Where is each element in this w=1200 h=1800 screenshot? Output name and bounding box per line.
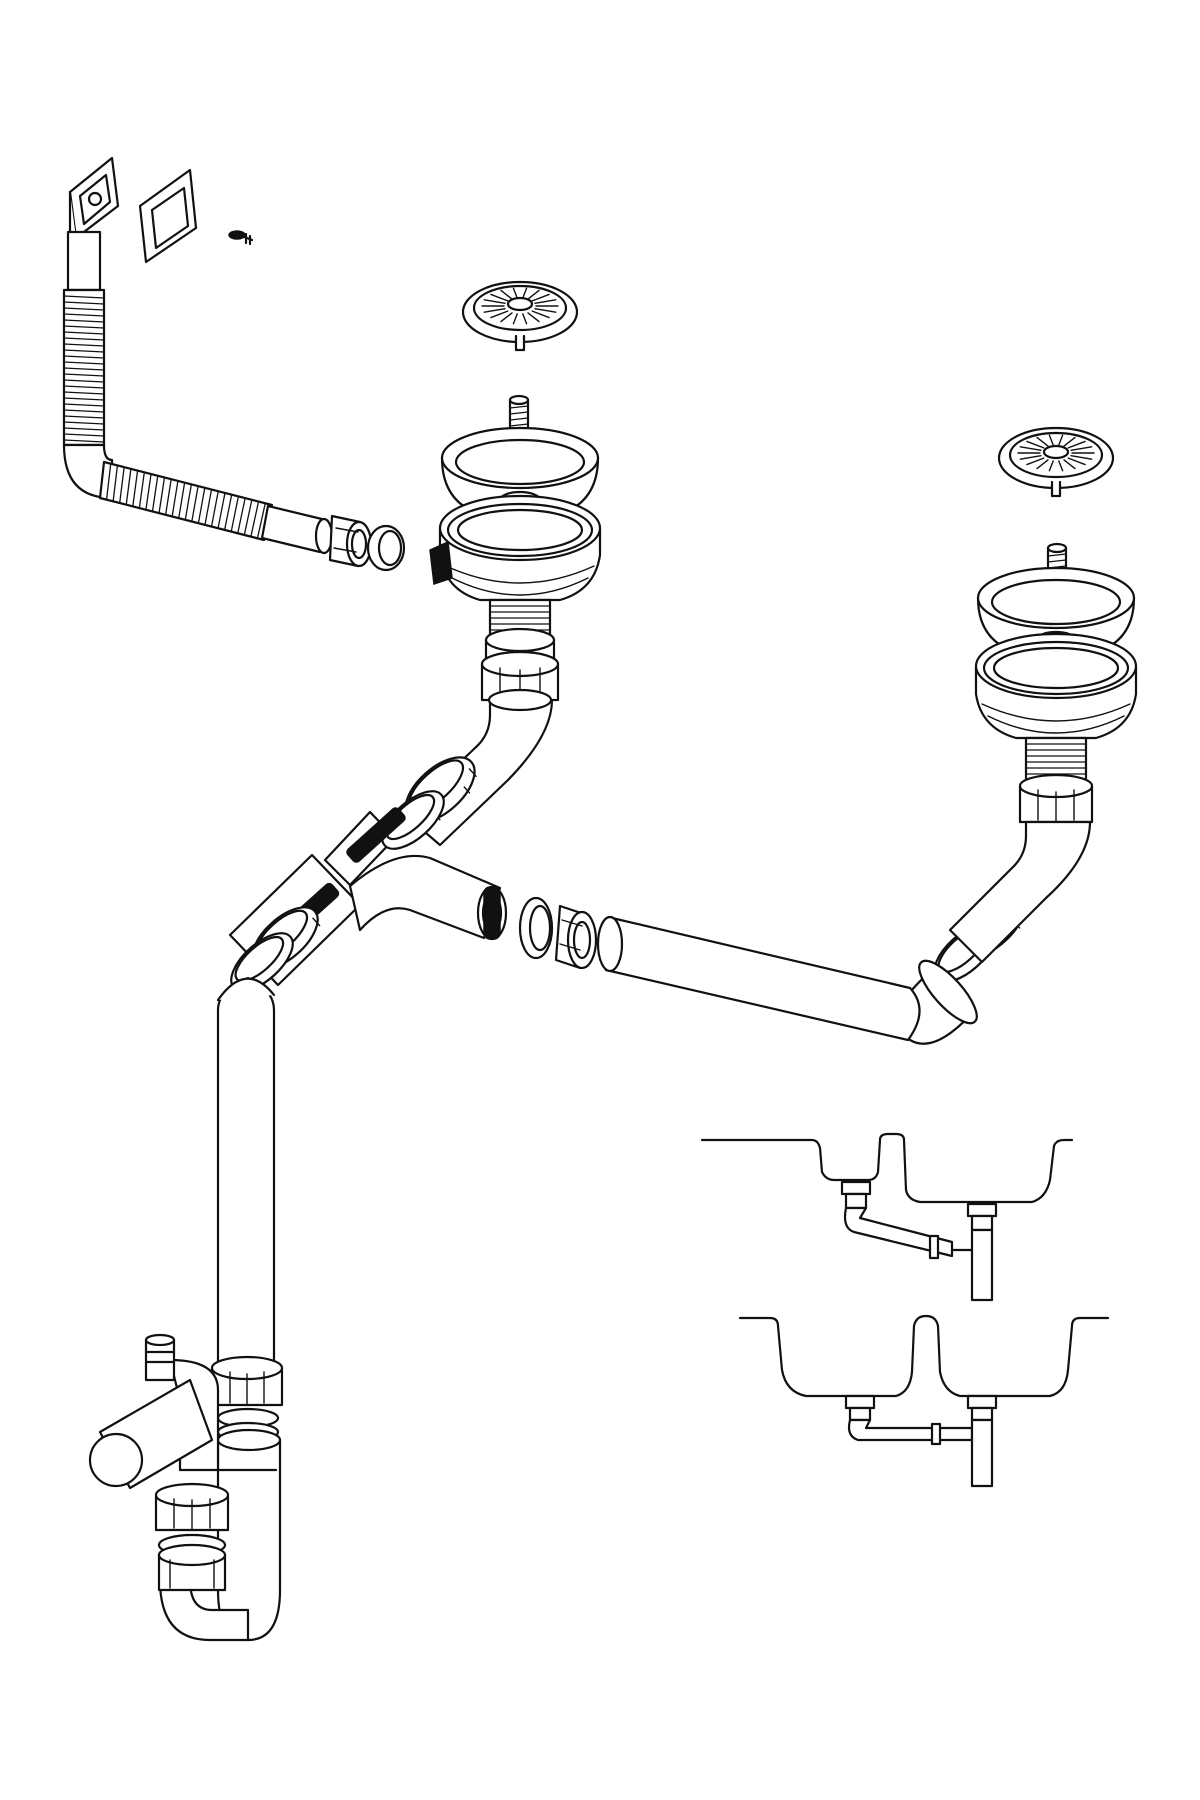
overflow-washer (366, 524, 406, 572)
strainer-plug-left (508, 394, 530, 432)
strainer-body-right (974, 632, 1138, 824)
horizontal-connecting-pipe (596, 915, 921, 1042)
sink-flange-left (440, 426, 600, 522)
overflow-nut (328, 514, 373, 568)
waste-outlet-pipe (88, 1378, 214, 1490)
vertical-pipe (216, 976, 276, 1370)
overflow-outlet-plate (68, 156, 120, 240)
strainer-basket-right (997, 426, 1115, 498)
installation-sketch-offset-sinks (700, 1132, 1074, 1302)
strainer-basket-left (461, 280, 579, 352)
installation-sketch-level-sinks (738, 1314, 1110, 1488)
bottle-trap (154, 1355, 284, 1642)
elbow-right (897, 820, 1092, 1045)
overflow-gasket (138, 168, 198, 264)
strainer-body-left (429, 494, 602, 702)
overflow-screw (228, 230, 254, 246)
corrugated-overflow-hose (62, 230, 334, 555)
